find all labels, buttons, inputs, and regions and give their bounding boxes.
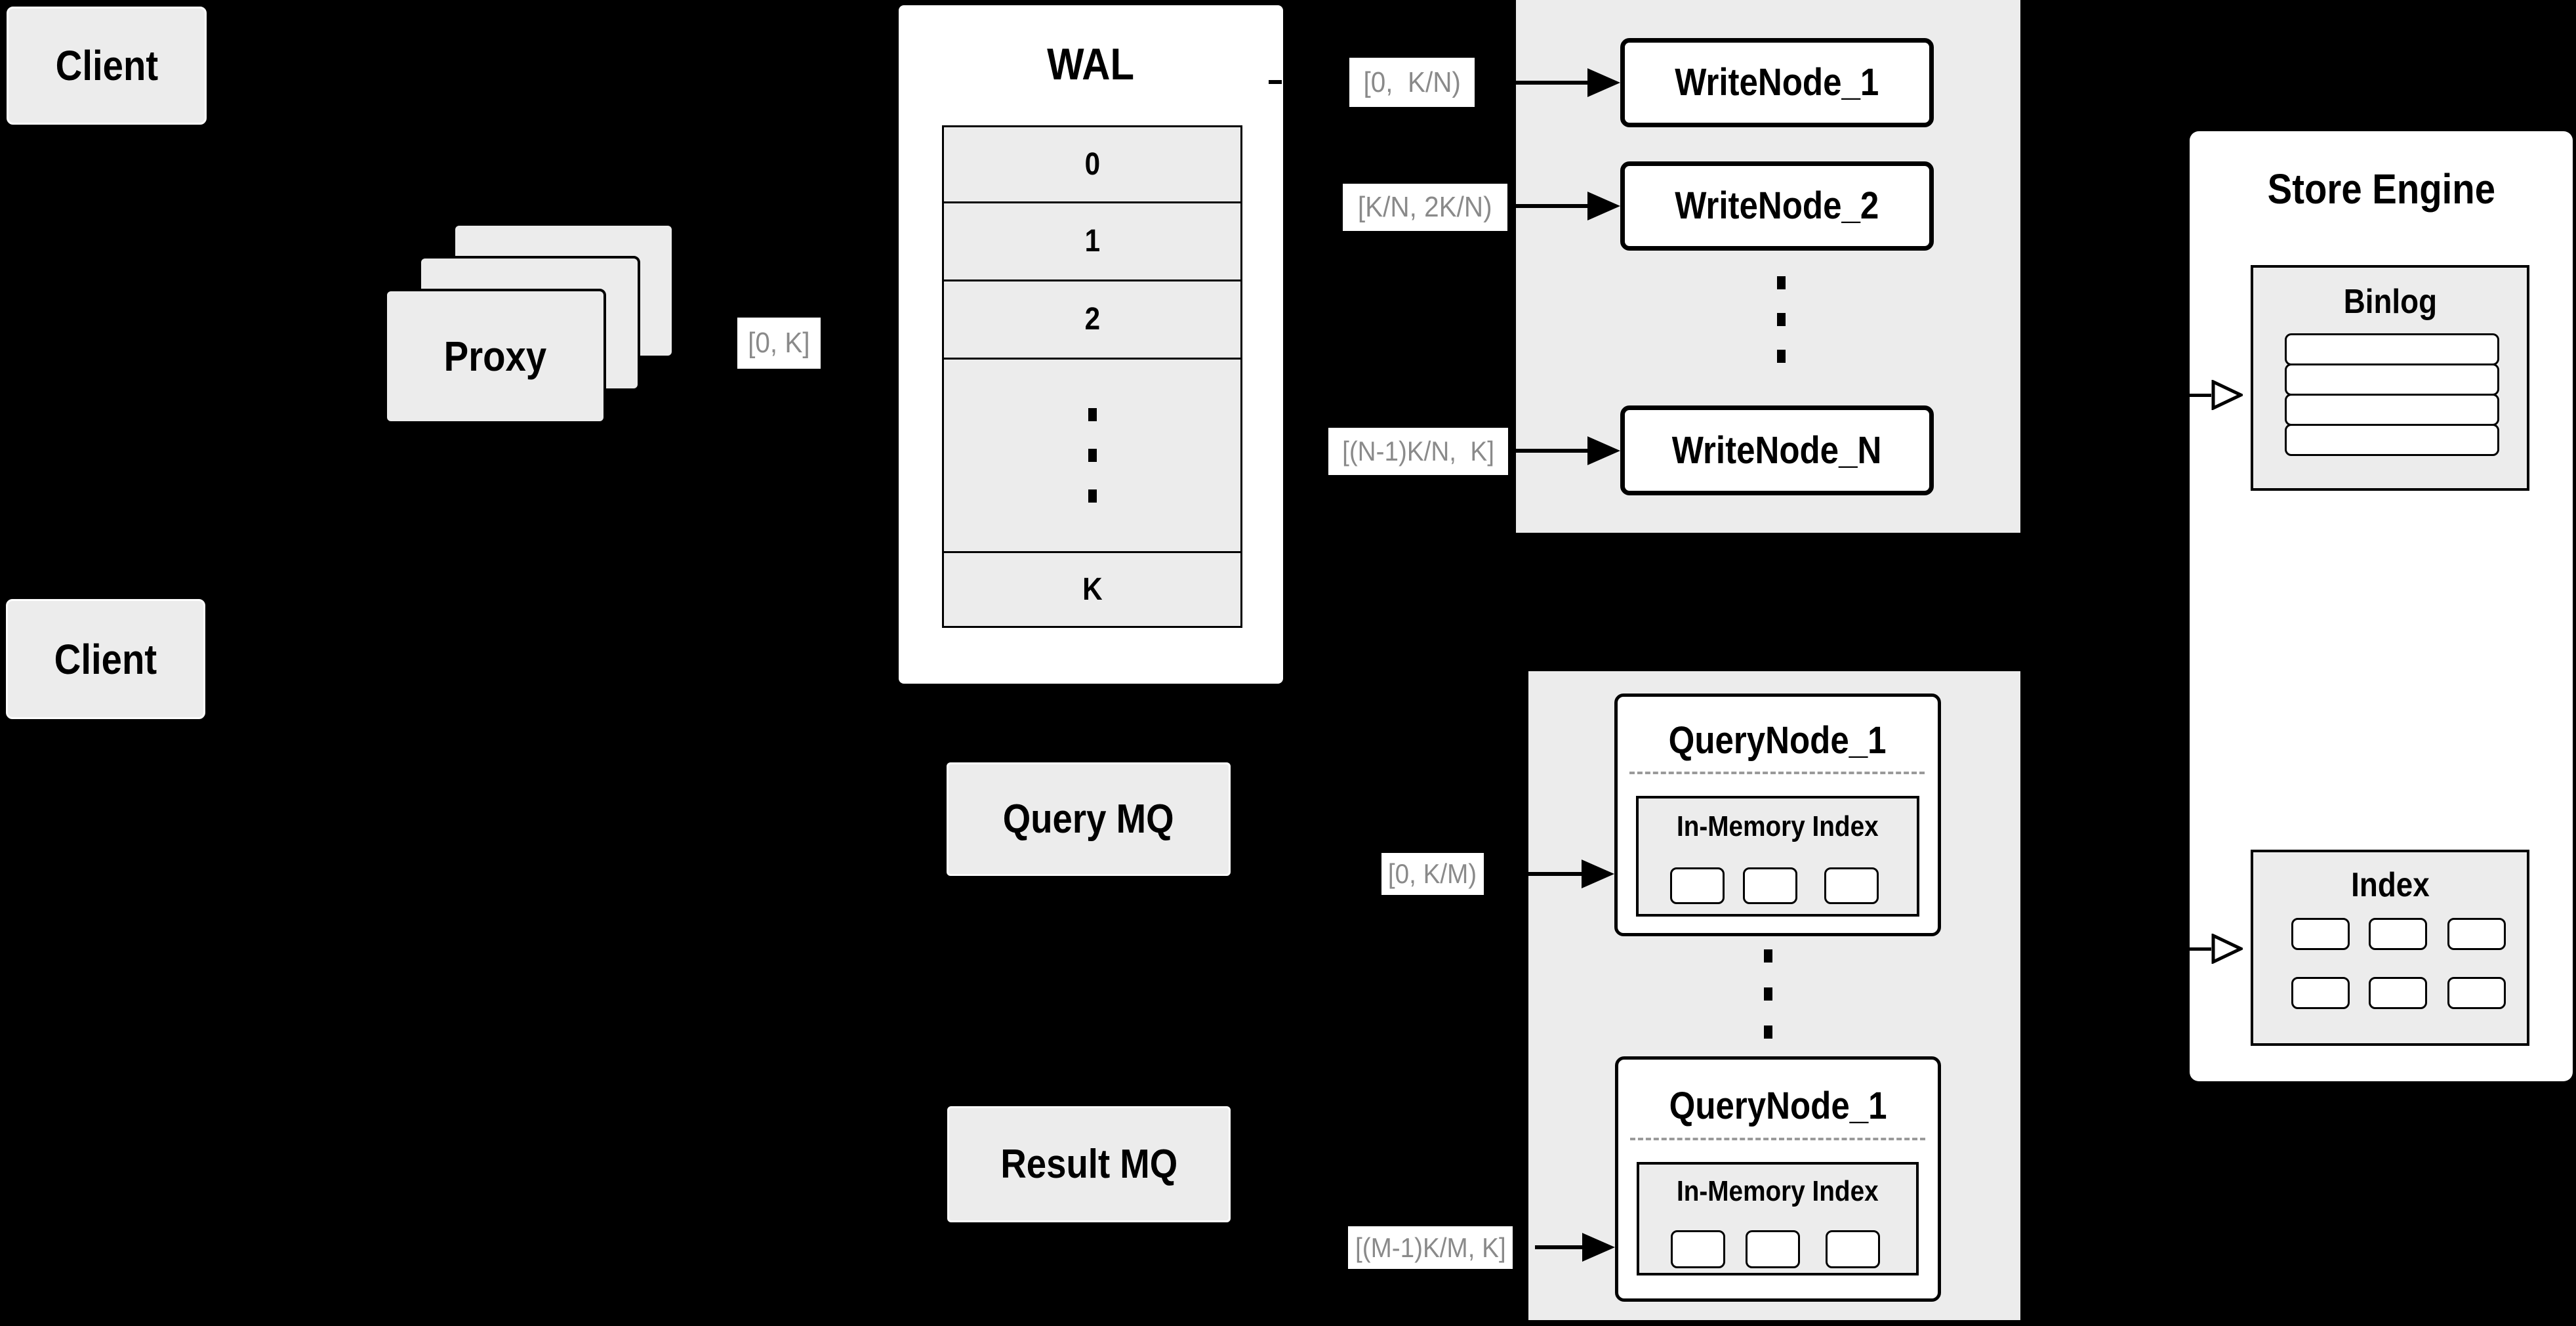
- dashed-divider: [1630, 1138, 1925, 1140]
- wal-title: WAL: [1047, 39, 1135, 89]
- index-cell: [2369, 918, 2427, 950]
- index-cell: [2291, 918, 2350, 950]
- write-node-1: WriteNode_1: [1620, 38, 1934, 127]
- wal-segment-table: 0 1 2 K: [942, 125, 1242, 628]
- query-node-2-title: QueryNode_1: [1669, 1085, 1887, 1127]
- store-engine-panel: Store Engine Binlog Index: [2190, 131, 2573, 1081]
- index-title: Index: [2350, 866, 2430, 904]
- segment-box: [1743, 867, 1797, 904]
- proxy-card-front: Proxy: [384, 289, 606, 424]
- client-top-label: Client: [55, 42, 158, 89]
- arrow-to-write-node-2: [1514, 192, 1620, 220]
- arrow-to-query-node-2: [1535, 1233, 1615, 1262]
- client-box-bottom: Client: [6, 599, 205, 719]
- client-box-top: Client: [7, 7, 207, 125]
- index-cell: [2447, 918, 2506, 950]
- open-arrowhead-icon: [2211, 934, 2243, 964]
- binlog-title: Binlog: [2343, 283, 2437, 321]
- range-label-write-2: [K/N, 2K/N): [1343, 184, 1507, 231]
- in-memory-index-1: In-Memory Index: [1636, 796, 1919, 917]
- client-bottom-label: Client: [54, 635, 157, 683]
- wal-row: 0: [944, 127, 1240, 201]
- wal-row: 1: [944, 201, 1240, 280]
- query-mq-box: Query MQ: [947, 762, 1231, 876]
- range-label-write-n: [(N-1)K/N, K]: [1328, 428, 1508, 475]
- range-label-write-1: [0, K/N): [1349, 58, 1475, 107]
- range-label-proxy-out: [0, K]: [737, 318, 821, 369]
- binlog-row: [2285, 394, 2499, 426]
- arrow-to-query-node-1: [1528, 860, 1614, 888]
- query-nodes-panel: QueryNode_1 In-Memory Index QueryNode_1: [1528, 671, 2020, 1320]
- vertical-ellipsis-icon: [1764, 949, 1772, 1039]
- store-engine-title: Store Engine: [2267, 165, 2495, 213]
- arrow-to-binlog: [2162, 380, 2243, 410]
- in-memory-index-2-title: In-Memory Index: [1677, 1175, 1879, 1207]
- range-label-query-m: [(M-1)K/M, K]: [1348, 1226, 1513, 1269]
- segment-box: [1746, 1230, 1800, 1268]
- query-node-1-title: QueryNode_1: [1669, 719, 1887, 762]
- wal-panel: WAL 0 1 2 K: [899, 5, 1283, 684]
- binlog-row: [2285, 333, 2499, 365]
- binlog-row: [2285, 424, 2499, 456]
- index-cell: [2369, 977, 2427, 1009]
- arrowhead-icon: [1587, 68, 1620, 97]
- index-cell: [2447, 977, 2506, 1009]
- wal-row: K: [944, 551, 1240, 626]
- query-node-2: QueryNode_1 In-Memory Index: [1615, 1056, 1941, 1302]
- arrowhead-icon: [1587, 192, 1620, 220]
- open-arrowhead-icon: [2211, 380, 2243, 410]
- arrow-to-index: [2162, 934, 2243, 964]
- proxy-label: Proxy: [443, 333, 547, 380]
- segment-box: [1671, 1230, 1725, 1268]
- result-mq-box: Result MQ: [947, 1106, 1231, 1222]
- wal-row: 2: [944, 280, 1240, 358]
- index-box: Index: [2251, 850, 2529, 1046]
- dashed-divider: [1629, 772, 1925, 774]
- wal-out-arrow-stub: [1269, 80, 1282, 84]
- vertical-ellipsis-icon: [1088, 408, 1097, 503]
- in-memory-index-1-title: In-Memory Index: [1677, 810, 1879, 842]
- arrowhead-icon: [1587, 436, 1620, 465]
- binlog-box: Binlog: [2251, 265, 2529, 491]
- binlog-row: [2285, 363, 2499, 396]
- range-label-query-1: [0, K/M): [1381, 853, 1484, 895]
- index-cell: [2291, 977, 2350, 1009]
- vertical-ellipsis-icon: [1777, 276, 1786, 363]
- in-memory-index-2: In-Memory Index: [1637, 1162, 1919, 1275]
- arrow-to-write-node-1: [1514, 68, 1620, 97]
- arrowhead-icon: [1582, 860, 1614, 888]
- segment-box: [1826, 1230, 1880, 1268]
- segment-box: [1824, 867, 1879, 904]
- arrowhead-icon: [1582, 1233, 1615, 1262]
- wal-row-ellipsis: [944, 358, 1240, 551]
- write-node-n: WriteNode_N: [1620, 405, 1934, 495]
- arrow-to-write-node-n: [1514, 436, 1620, 465]
- segment-box: [1670, 867, 1725, 904]
- query-node-1: QueryNode_1 In-Memory Index: [1614, 694, 1941, 936]
- write-node-2: WriteNode_2: [1620, 161, 1934, 251]
